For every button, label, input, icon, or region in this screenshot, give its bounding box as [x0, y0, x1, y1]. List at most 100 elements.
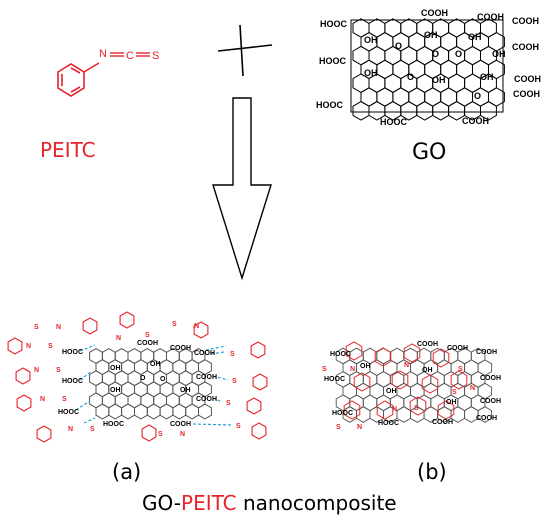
b-hooc-2: HOOC [324, 376, 345, 383]
go-carbon-ring [198, 403, 212, 420]
panel-a-hbond-dashes [75, 344, 233, 426]
go-o-3: O [455, 49, 462, 59]
a-hooc-4: HOOC [103, 421, 124, 428]
go-oh-6: OH [432, 75, 446, 85]
go-o-5: O [474, 91, 481, 101]
go-cooh-r1: COOH [512, 42, 539, 52]
a-ncs-n-7: N [68, 426, 73, 433]
phenyl-ring [193, 321, 209, 339]
panel-a-peitc-rings [7, 311, 268, 443]
a-ncs-s-9: S [230, 351, 235, 358]
a-ncs-s-5: S [56, 367, 61, 374]
b-ncs-n-1: N [350, 366, 355, 373]
phenyl-ring [437, 400, 455, 420]
peitc-atom-s: S [152, 50, 159, 62]
a-cooh-6: COOH [170, 421, 191, 428]
b-cooh-3: COOH [476, 349, 497, 356]
a-o-1: O [140, 375, 146, 382]
b-ncs-s-2: S [458, 366, 463, 373]
go-functional-groups: COOH HOOC COOH COOH COOH HOOC COOH COOH … [316, 8, 541, 127]
panel-b-hex-lattice [335, 347, 493, 423]
go-hooc-b: HOOC [380, 117, 408, 127]
phenyl-ring [36, 425, 52, 443]
peitc-atom-n: N [99, 48, 107, 60]
phenyl-ring [374, 347, 392, 367]
hydrogen-bond-dash [192, 423, 233, 426]
go-cooh-b: COOH [462, 116, 489, 126]
go-cooh-top: COOH [421, 8, 448, 18]
a-cooh-1: COOH [137, 340, 158, 347]
a-ncs-n-6: N [40, 396, 45, 403]
go-oh-1: OH [364, 35, 378, 45]
go-cooh-r2: COOH [514, 74, 541, 84]
hydrogen-bond-dash [79, 370, 93, 381]
go-cooh-tr1: COOH [477, 12, 504, 22]
b-ncs-n-2: N [404, 362, 409, 369]
hydrogen-bond-dash [212, 375, 229, 381]
phenyl-ring [421, 374, 439, 394]
a-ncs-s-11: S [226, 400, 231, 407]
phenyl-ring [119, 311, 135, 329]
b-ncs-s-5: S [414, 405, 419, 412]
b-cooh-7: COOH [432, 419, 453, 426]
b-ncs-s-4: S [336, 424, 341, 431]
a-oh-1: OH [110, 365, 121, 372]
b-oh-1: OH [360, 363, 371, 370]
phenyl-ring [353, 372, 371, 392]
phenyl-ring [376, 400, 394, 420]
a-cooh-4: COOH [196, 374, 217, 381]
go-hooc-l2: HOOC [316, 100, 344, 110]
b-oh-4: OH [446, 399, 457, 406]
go-o-1: O [395, 41, 402, 51]
panel-b-peitc-rings [343, 341, 468, 420]
hydrogen-bond-dash [79, 344, 96, 352]
a-ncs-n-2: N [116, 335, 121, 342]
panel-a-groups: COOH COOH HOOC COOH HOOC COOH COOH HOOC … [58, 340, 217, 428]
go-carbon-ring [480, 101, 497, 121]
a-cooh-3: COOH [194, 350, 215, 357]
phenyl-ring [450, 370, 468, 390]
panel-b-groups: HOOC COOH COOH COOH COOH HOOC COOH HOOC … [324, 341, 501, 427]
phenyl-ring [246, 397, 262, 415]
go-carbon-ring [356, 406, 371, 423]
phenyl-ring [409, 396, 427, 416]
hydrogen-bond-dash [75, 400, 91, 411]
a-oh-3: OH [110, 387, 121, 394]
go-cooh-tr2: COOH [512, 16, 539, 26]
phenyl-ring [7, 337, 23, 355]
a-ncs-s-4: S [48, 343, 53, 350]
go-oh-2: OH [424, 30, 438, 40]
phenyl-ring [16, 394, 32, 412]
phenyl-ring [432, 348, 450, 368]
panel-b-go-sheet [335, 347, 493, 423]
phenyl-ring [15, 367, 31, 385]
go-oh-4: OH [492, 49, 506, 59]
b-hooc-4: HOOC [378, 420, 399, 427]
b-oh-2: OH [422, 367, 433, 374]
a-ncs-n-1: N [56, 324, 61, 331]
go-carbon-ring [396, 406, 411, 423]
b-ncs-s-1: S [322, 366, 327, 373]
a-hooc-3: HOOC [58, 409, 79, 416]
go-oh-7: OH [480, 72, 494, 82]
phenyl-ring [251, 422, 267, 440]
b-hooc-3: HOOC [332, 410, 353, 417]
panel-a-ncs-labels: S N S N S N N S N S N S N S N S S S S S [26, 321, 241, 438]
a-ncs-n-3: N [194, 323, 199, 330]
phenyl-ring [345, 341, 363, 361]
a-oh-4: OH [180, 387, 191, 394]
b-cooh-4: COOH [480, 375, 501, 382]
peitc-atom-c: C [126, 50, 134, 62]
a-ncs-s-2: S [145, 332, 150, 339]
b-ncs-n-4: N [357, 424, 362, 431]
panel-b-ncs-labels: S N N S N S S N N S [322, 362, 475, 431]
a-ncs-n-4: N [26, 343, 31, 350]
b-hooc-1: HOOC [330, 351, 351, 358]
peitc-molecule [57, 62, 100, 97]
a-ncs-s-8: S [158, 431, 163, 438]
a-ncs-s-10: S [232, 378, 237, 385]
a-hooc-2: HOOC [62, 378, 83, 385]
a-ncs-s-1: S [34, 324, 39, 331]
a-ncs-s-6: S [62, 396, 67, 403]
a-ncs-n-8: N [180, 431, 185, 438]
